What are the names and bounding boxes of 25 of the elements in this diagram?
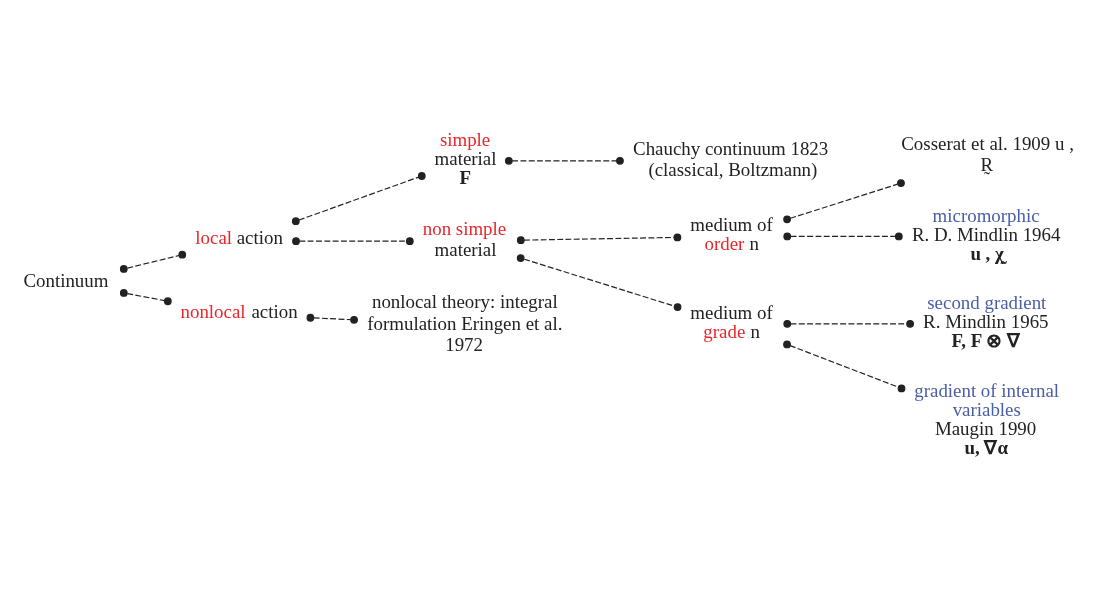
connector [119, 288, 172, 305]
node-text: nonlocal action [180, 300, 298, 322]
connector [516, 253, 682, 311]
node-text: nonlocal theory: integral formulation Eringen et al. 1972 [367, 290, 563, 355]
connector [306, 313, 358, 324]
node-text: micromorphic R. D. Mindlin 1964 u , χ̰ [911, 204, 1061, 264]
node-text: Continuum [23, 269, 109, 291]
connector [292, 236, 414, 245]
node-text: Chauchy continuum 1823 (classical, Boltzmann) [633, 137, 829, 180]
node-text: Cosserat et al. 1909 u , R̰ [901, 132, 1074, 175]
connector [783, 232, 903, 240]
node-text: local action [195, 226, 283, 248]
node-text: non simple material [422, 217, 507, 260]
connector [783, 319, 914, 328]
node-text: gradient of internal variables Maugin 1990 u, ∇α [914, 379, 1060, 458]
connector [119, 250, 187, 273]
node-text: second gradient R. Mindlin 1965 F, F ⊗ ∇ [923, 291, 1049, 351]
connector [504, 156, 624, 165]
connector [783, 340, 906, 392]
connector [291, 171, 426, 225]
node-text: simple material F [434, 128, 497, 188]
connector [783, 178, 905, 223]
node-text: medium of order n [690, 213, 773, 254]
connector [516, 233, 682, 244]
node-text: medium of grade n [690, 301, 773, 342]
